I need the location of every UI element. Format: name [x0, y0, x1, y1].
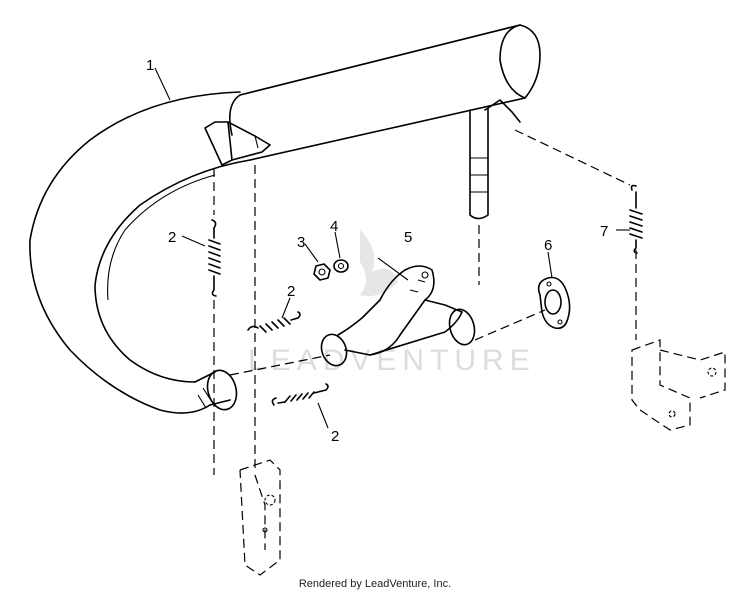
spring-2-middle	[247, 311, 301, 333]
frame-bracket-right	[631, 339, 726, 431]
callout-1: 1	[146, 57, 154, 74]
spring-2-lower	[271, 383, 329, 406]
gasket-6	[537, 276, 571, 330]
callout-7: 7	[600, 223, 608, 240]
nut-3	[313, 263, 331, 281]
leader-lines	[154, 67, 630, 429]
callout-2-upper: 2	[168, 229, 176, 246]
spring-7	[629, 184, 643, 254]
watermark: LEADVENTURE	[248, 230, 530, 377]
alignment-lines	[213, 129, 637, 475]
callout-5: 5	[404, 229, 412, 246]
callout-6: 6	[544, 237, 552, 254]
footer-credit: Rendered by LeadVenture, Inc.	[298, 578, 452, 590]
y-pipe-5	[320, 265, 476, 367]
frame-bracket-left	[239, 459, 281, 576]
callout-2-lower: 2	[331, 428, 339, 445]
washer-4	[333, 259, 349, 273]
spring-2-upper	[208, 219, 221, 297]
callout-4: 4	[330, 218, 338, 235]
muffler-assembly	[29, 24, 541, 414]
callout-2-middle: 2	[287, 283, 295, 300]
callout-3: 3	[297, 234, 305, 251]
